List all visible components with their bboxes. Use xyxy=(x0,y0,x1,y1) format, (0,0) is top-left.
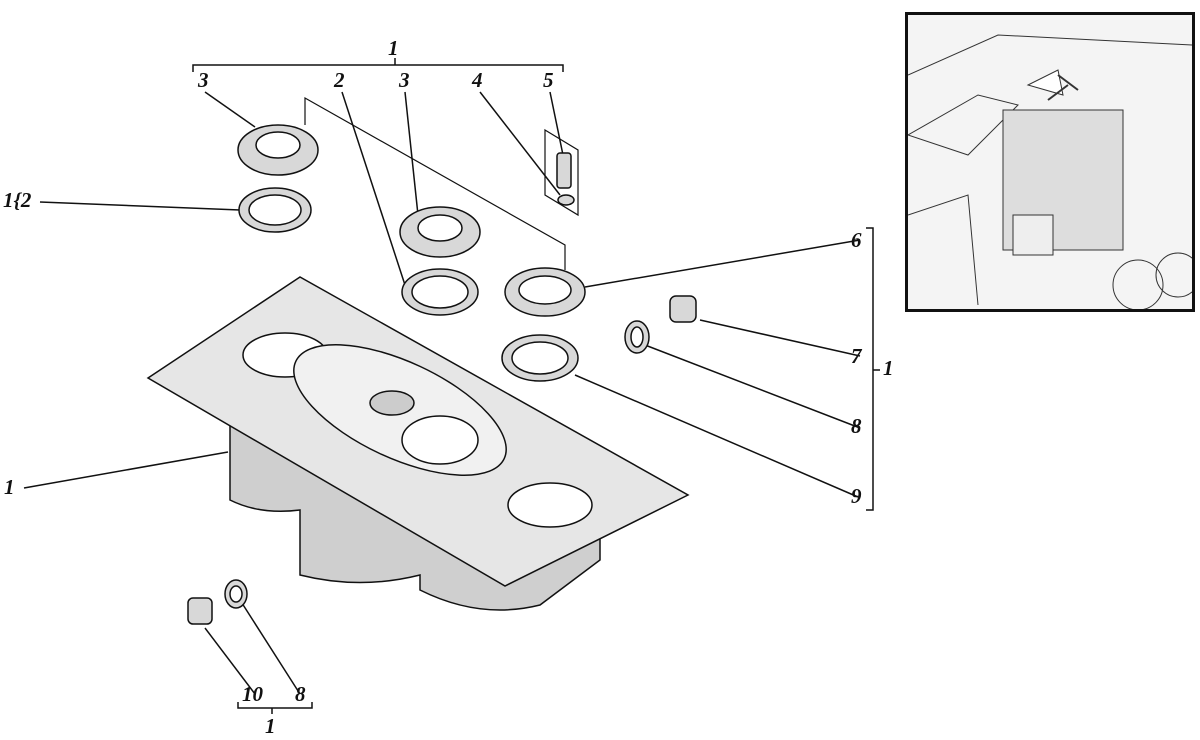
plug-7 xyxy=(669,295,697,323)
bolt-5 xyxy=(556,152,572,189)
leader-10 xyxy=(204,627,256,695)
leader-left-2 xyxy=(39,201,241,211)
callout-top-group: 1 xyxy=(388,36,399,60)
callout-left-group: 1{2 xyxy=(3,188,32,212)
location-inset-image xyxy=(905,12,1195,312)
leader-3b xyxy=(404,91,419,216)
callout-2: 2 xyxy=(334,68,345,92)
housing xyxy=(146,276,690,611)
right-group-bracket xyxy=(866,227,874,511)
callout-housing: 1 xyxy=(4,475,15,499)
left-item-number: 2 xyxy=(20,188,32,212)
leader-4 xyxy=(479,91,561,196)
callout-9: 9 xyxy=(851,484,862,508)
callout-bottom-group: 1 xyxy=(265,714,276,738)
callout-8b: 8 xyxy=(295,682,306,706)
lock-washer-4 xyxy=(557,194,575,206)
callout-right-group: 1 xyxy=(883,356,894,380)
top-group-bracket xyxy=(192,64,564,72)
callout-4: 4 xyxy=(472,68,483,92)
leader-8 xyxy=(644,344,861,429)
callout-10: 10 xyxy=(242,682,263,706)
vehicle-engine-sketch xyxy=(908,34,1192,309)
leader-2 xyxy=(341,91,406,286)
callout-8: 8 xyxy=(851,414,862,438)
left-group-number: 1 xyxy=(3,188,14,212)
callout-5: 5 xyxy=(543,68,554,92)
leader-5 xyxy=(549,91,564,156)
callout-7: 7 xyxy=(851,344,862,368)
callout-6: 6 xyxy=(851,228,862,252)
plug-10 xyxy=(187,597,213,625)
leader-8b xyxy=(239,599,301,695)
bottom-group-bracket xyxy=(237,702,313,709)
leader-housing xyxy=(23,451,229,489)
leader-7 xyxy=(699,319,861,357)
leader-3a xyxy=(204,91,256,128)
leader-9 xyxy=(574,374,859,498)
leader-6 xyxy=(584,239,861,288)
callout-3b: 3 xyxy=(399,68,410,92)
callout-3a: 3 xyxy=(198,68,209,92)
